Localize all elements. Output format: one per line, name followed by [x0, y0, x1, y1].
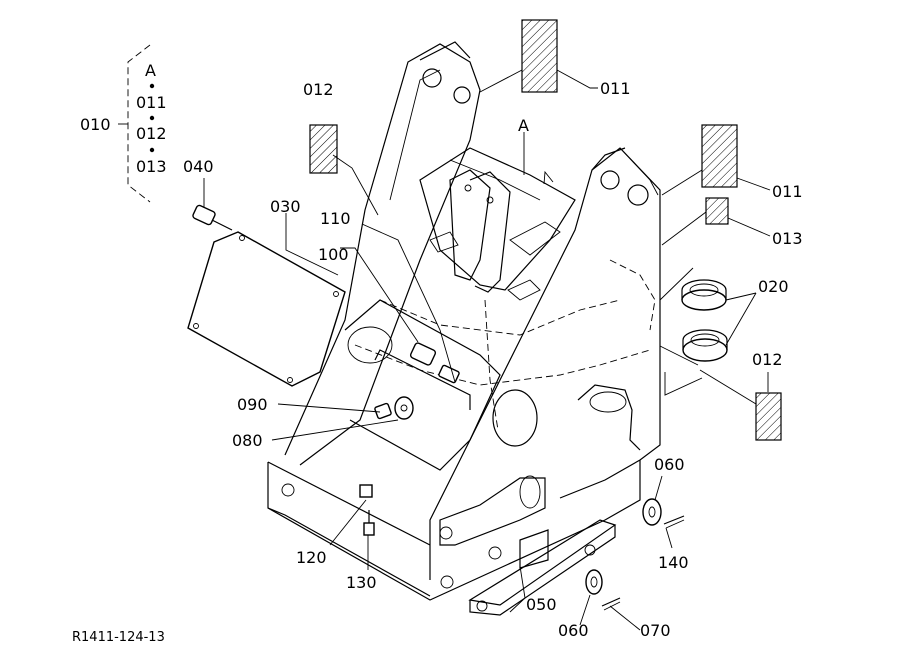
leader-lines	[203, 69, 771, 631]
group-item-a: A	[145, 61, 156, 80]
callout-130: 130	[346, 573, 377, 592]
callout-labels: 011 012 A 011 013 020 012 040 030 110 10…	[183, 79, 803, 640]
washer-060-right	[642, 498, 662, 526]
callout-030: 030	[270, 197, 301, 216]
callout-040: 040	[183, 157, 214, 176]
decal-012-right	[755, 392, 782, 441]
decal-013	[705, 197, 729, 225]
main-frame	[267, 41, 661, 616]
decal-011-right	[701, 124, 738, 188]
callout-011-right: 011	[772, 182, 803, 201]
callout-120: 120	[296, 548, 327, 567]
washer-060-bottom	[585, 569, 603, 595]
drawing-id: R1411-124-13	[72, 630, 165, 645]
group-bracket-010: 010 A 011 012 013	[80, 44, 167, 203]
callout-110: 110	[320, 209, 351, 228]
decal-012-left	[309, 124, 338, 174]
callout-090: 090	[237, 395, 268, 414]
part-080	[394, 396, 414, 420]
part-090	[374, 402, 392, 420]
group-item-013: 013	[136, 157, 167, 176]
part-120	[359, 484, 373, 498]
callout-140: 140	[658, 553, 689, 572]
pin-140	[663, 515, 685, 529]
callout-011-top: 011	[600, 79, 631, 98]
bushings-020	[681, 279, 728, 362]
bolt-040	[192, 204, 233, 231]
callout-013: 013	[772, 229, 803, 248]
callout-100: 100	[318, 245, 349, 264]
group-item-012: 012	[136, 124, 167, 143]
pin-070	[601, 597, 621, 611]
group-item-011: 011	[136, 93, 167, 112]
callout-060-bottom: 060	[558, 621, 589, 640]
callout-020: 020	[758, 277, 789, 296]
callout-ref-a: A	[518, 116, 529, 135]
callout-070: 070	[640, 621, 671, 640]
decal-011-top	[521, 19, 558, 93]
group-code: 010	[80, 115, 111, 134]
callout-060-right: 060	[654, 455, 685, 474]
callout-050: 050	[526, 595, 557, 614]
part-130	[363, 510, 375, 536]
cover-plate-030	[187, 231, 346, 387]
callout-012-right: 012	[752, 350, 783, 369]
callout-080: 080	[232, 431, 263, 450]
callout-012-left: 012	[303, 80, 334, 99]
